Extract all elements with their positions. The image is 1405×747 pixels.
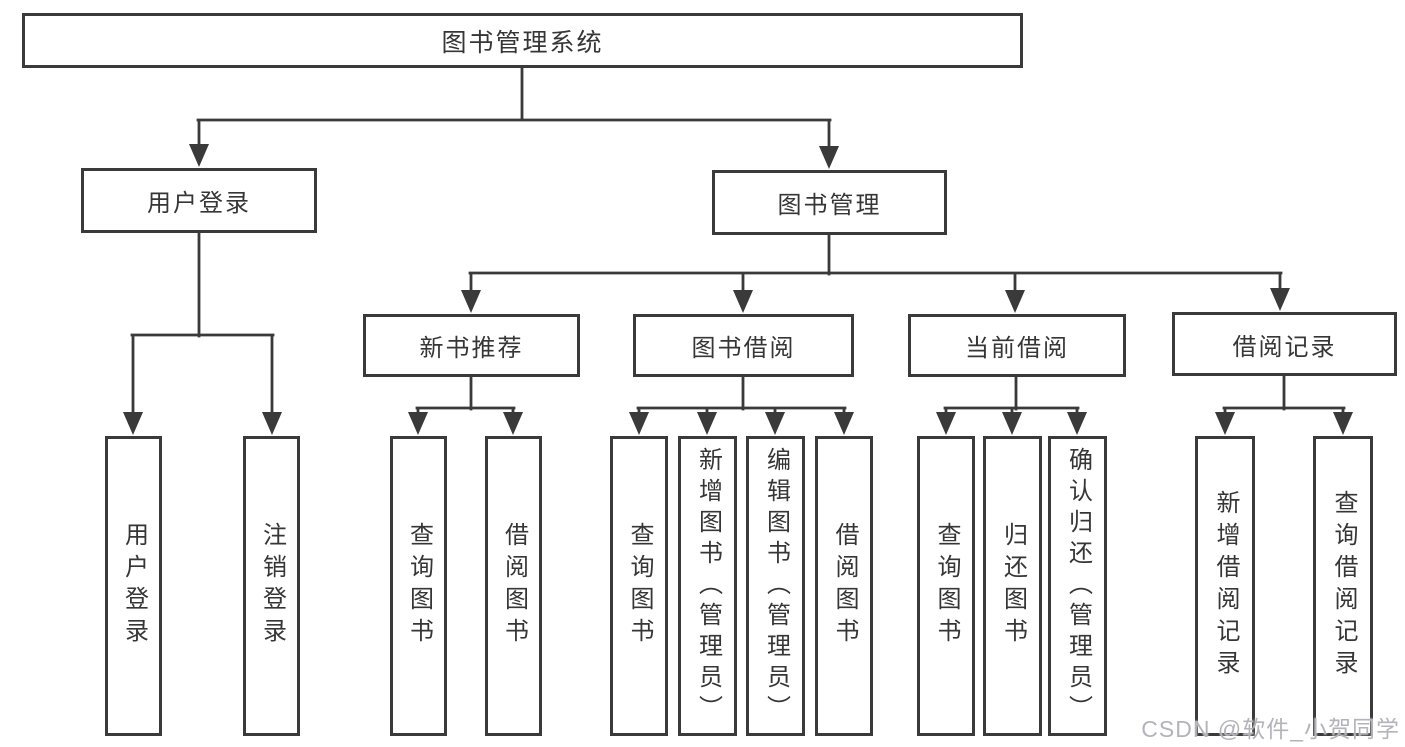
leaf-logout: 注销登录 xyxy=(243,436,300,736)
leaf-add-borrow-record: 新增借阅记录 xyxy=(1195,436,1255,736)
node-new-book-recommend: 新书推荐 xyxy=(363,314,580,377)
leaf-edit-books-admin: 编辑图书（管理员） xyxy=(746,436,805,736)
leaf-query-books-current: 查询图书 xyxy=(917,436,975,736)
node-current-borrowing: 当前借阅 xyxy=(908,314,1126,377)
leaf-query-books-borrowing: 查询图书 xyxy=(610,436,668,736)
node-book-management: 图书管理 xyxy=(712,170,947,235)
leaf-query-books-recommend: 查询图书 xyxy=(390,436,447,736)
node-borrow-records: 借阅记录 xyxy=(1172,312,1397,376)
leaf-user-login: 用户登录 xyxy=(105,436,162,736)
leaf-query-borrow-record: 查询借阅记录 xyxy=(1313,436,1373,736)
node-library-management-system: 图书管理系统 xyxy=(22,13,1023,68)
node-user-login: 用户登录 xyxy=(81,168,317,233)
csdn-watermark: CSDN @软件_小贺同学 xyxy=(1141,716,1400,742)
leaf-confirm-return-admin: 确认归还（管理员） xyxy=(1048,436,1107,736)
node-book-borrowing: 图书借阅 xyxy=(633,314,854,377)
leaf-add-books-admin: 新增图书（管理员） xyxy=(678,436,737,736)
leaf-borrow-books-recommend: 借阅图书 xyxy=(485,436,542,736)
leaf-return-books: 归还图书 xyxy=(983,436,1042,736)
leaf-borrow-books: 借阅图书 xyxy=(815,436,873,736)
